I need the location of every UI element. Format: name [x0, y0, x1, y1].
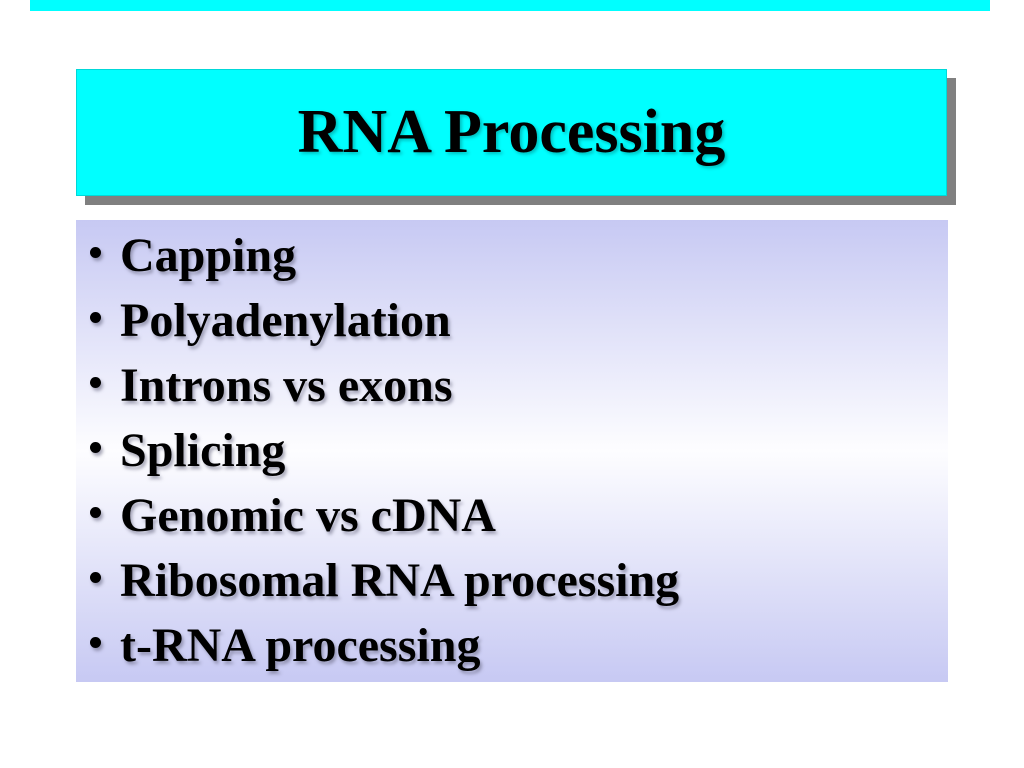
- list-item-label: t-RNA processing: [120, 619, 481, 672]
- bullet-list: Capping Polyadenylation Introns vs exons…: [76, 220, 948, 678]
- bullet-dot-icon: [90, 312, 101, 323]
- list-item-label: Splicing: [120, 424, 286, 477]
- bullet-dot-icon: [90, 442, 101, 453]
- bullet-dot-icon: [90, 637, 101, 648]
- content-box: Capping Polyadenylation Introns vs exons…: [76, 220, 948, 682]
- list-item: Genomic vs cDNA: [90, 483, 938, 548]
- bullet-dot-icon: [90, 247, 101, 258]
- list-item-label: Polyadenylation: [120, 294, 451, 347]
- list-item: Polyadenylation: [90, 288, 938, 353]
- list-item: Introns vs exons: [90, 353, 938, 418]
- list-item-label: Genomic vs cDNA: [120, 489, 496, 542]
- list-item: t-RNA processing: [90, 613, 938, 678]
- top-accent-strip: [30, 0, 990, 11]
- list-item: Capping: [90, 223, 938, 288]
- list-item: Splicing: [90, 418, 938, 483]
- list-item-label: Introns vs exons: [120, 359, 453, 412]
- slide-title: RNA Processing: [297, 98, 726, 166]
- list-item-label: Ribosomal RNA processing: [120, 554, 680, 607]
- bullet-dot-icon: [90, 572, 101, 583]
- list-item-label: Capping: [120, 229, 297, 282]
- title-box: RNA Processing: [76, 69, 947, 196]
- list-item: Ribosomal RNA processing: [90, 548, 938, 613]
- bullet-dot-icon: [90, 507, 101, 518]
- bullet-dot-icon: [90, 377, 101, 388]
